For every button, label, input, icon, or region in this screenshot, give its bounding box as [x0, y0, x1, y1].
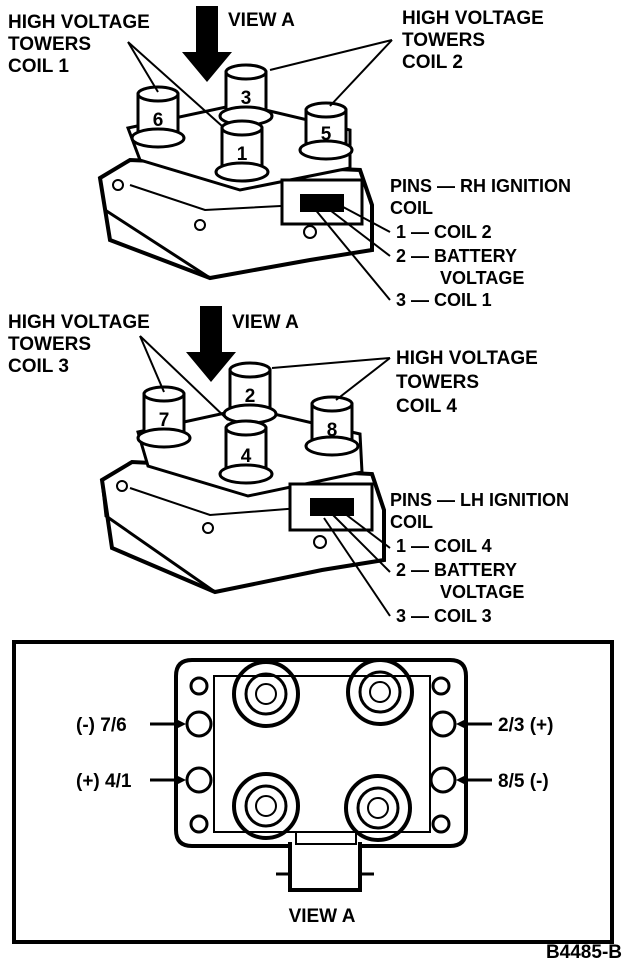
terminal-left-bottom	[185, 766, 213, 794]
rh-tower-6-label: 6	[153, 110, 164, 131]
lh-tower-4-label: 4	[241, 446, 252, 467]
rh-pin-2-cont: VOLTAGE	[440, 268, 524, 288]
rh-pin-1: 1 — COIL 2	[396, 222, 492, 242]
rh-pins-title-line1: PINS — RH IGNITION	[390, 176, 571, 196]
lh-tower-2: 2	[222, 361, 278, 425]
lh-pin-2-cont: VOLTAGE	[440, 582, 524, 602]
lh-tower-4: 4	[218, 419, 274, 485]
lh-hv-left-line1: HIGH VOLTAGE	[8, 312, 150, 333]
label-left-bottom: (+) 4/1	[76, 771, 132, 792]
view-a-connector	[288, 842, 362, 892]
label-right-bottom: 8/5 (-)	[498, 771, 549, 792]
lh-hv-left-line3: COIL 3	[8, 356, 69, 377]
view-a-tower-top-right	[346, 658, 414, 726]
lh-hv-right-line1: HIGH VOLTAGE	[396, 348, 538, 369]
rh-tower-1: 1	[214, 119, 270, 183]
lh-tower-8: 8	[304, 395, 360, 457]
terminal-right-top	[429, 710, 457, 738]
view-a-panel: (-) 7/6 (+) 4/1 2/3 (+) 8/5 (-) VIEW A	[12, 640, 614, 944]
rh-pins-title-line2: COIL	[390, 198, 433, 218]
view-a-tower-bottom-left	[232, 772, 300, 840]
label-right-top: 2/3 (+)	[498, 715, 553, 736]
rh-tower-5: 5	[298, 101, 354, 161]
rh-pin-3: 3 — COIL 1	[396, 290, 492, 310]
rh-hv-right-line3: COIL 2	[402, 52, 463, 73]
lh-hv-right-line2: TOWERS	[396, 372, 479, 393]
view-a-tower-top-left	[232, 660, 300, 728]
rh-tower-1-label: 1	[237, 144, 248, 165]
lh-view-arrow-icon	[186, 306, 236, 382]
rh-tower-3: 3	[218, 63, 274, 127]
figure-id: B4485-B	[546, 942, 622, 963]
lh-tower-7-label: 7	[159, 410, 170, 431]
lh-pin-1: 1 — COIL 4	[396, 536, 492, 556]
label-left-top: (-) 7/6	[76, 715, 127, 736]
rh-coil-pack: 3 6 5 1 HIGH VOLTAGE	[8, 6, 571, 310]
rh-view-arrow-icon	[182, 6, 232, 82]
rh-pin-2: 2 — BATTERY	[396, 246, 517, 266]
lh-coil-pack: 2 7 8 4 HIGH VOLTAGE TOWERS C	[8, 306, 569, 626]
view-a-coil-outline	[174, 658, 468, 848]
lh-tower-8-label: 8	[327, 420, 338, 441]
terminal-left-top	[185, 710, 213, 738]
terminal-right-bottom	[429, 766, 457, 794]
lh-tower-7: 7	[136, 385, 192, 449]
rh-hv-left-line1: HIGH VOLTAGE	[8, 12, 150, 33]
rh-hv-left-line2: TOWERS	[8, 34, 91, 55]
rh-view-a-label: VIEW A	[228, 10, 295, 31]
rh-tower-3-label: 3	[241, 88, 252, 109]
rh-hv-right-line2: TOWERS	[402, 30, 485, 51]
rh-tower-5-label: 5	[321, 124, 332, 145]
lh-hv-right-line3: COIL 4	[396, 396, 457, 417]
lh-pin-3: 3 — COIL 3	[396, 606, 492, 626]
lh-hv-left-line2: TOWERS	[8, 334, 91, 355]
rh-hv-right-line1: HIGH VOLTAGE	[402, 8, 544, 29]
rh-tower-6: 6	[130, 85, 186, 149]
lh-view-a-label: VIEW A	[232, 312, 299, 333]
view-a-tower-bottom-right	[344, 774, 412, 842]
lh-pin-2: 2 — BATTERY	[396, 560, 517, 580]
lh-pins-title-line1: PINS — LH IGNITION	[390, 490, 569, 510]
rh-hv-left-line3: COIL 1	[8, 56, 69, 77]
lh-pins-title-line2: COIL	[390, 512, 433, 532]
lh-tower-2-label: 2	[245, 386, 256, 407]
view-a-caption: VIEW A	[289, 906, 356, 927]
